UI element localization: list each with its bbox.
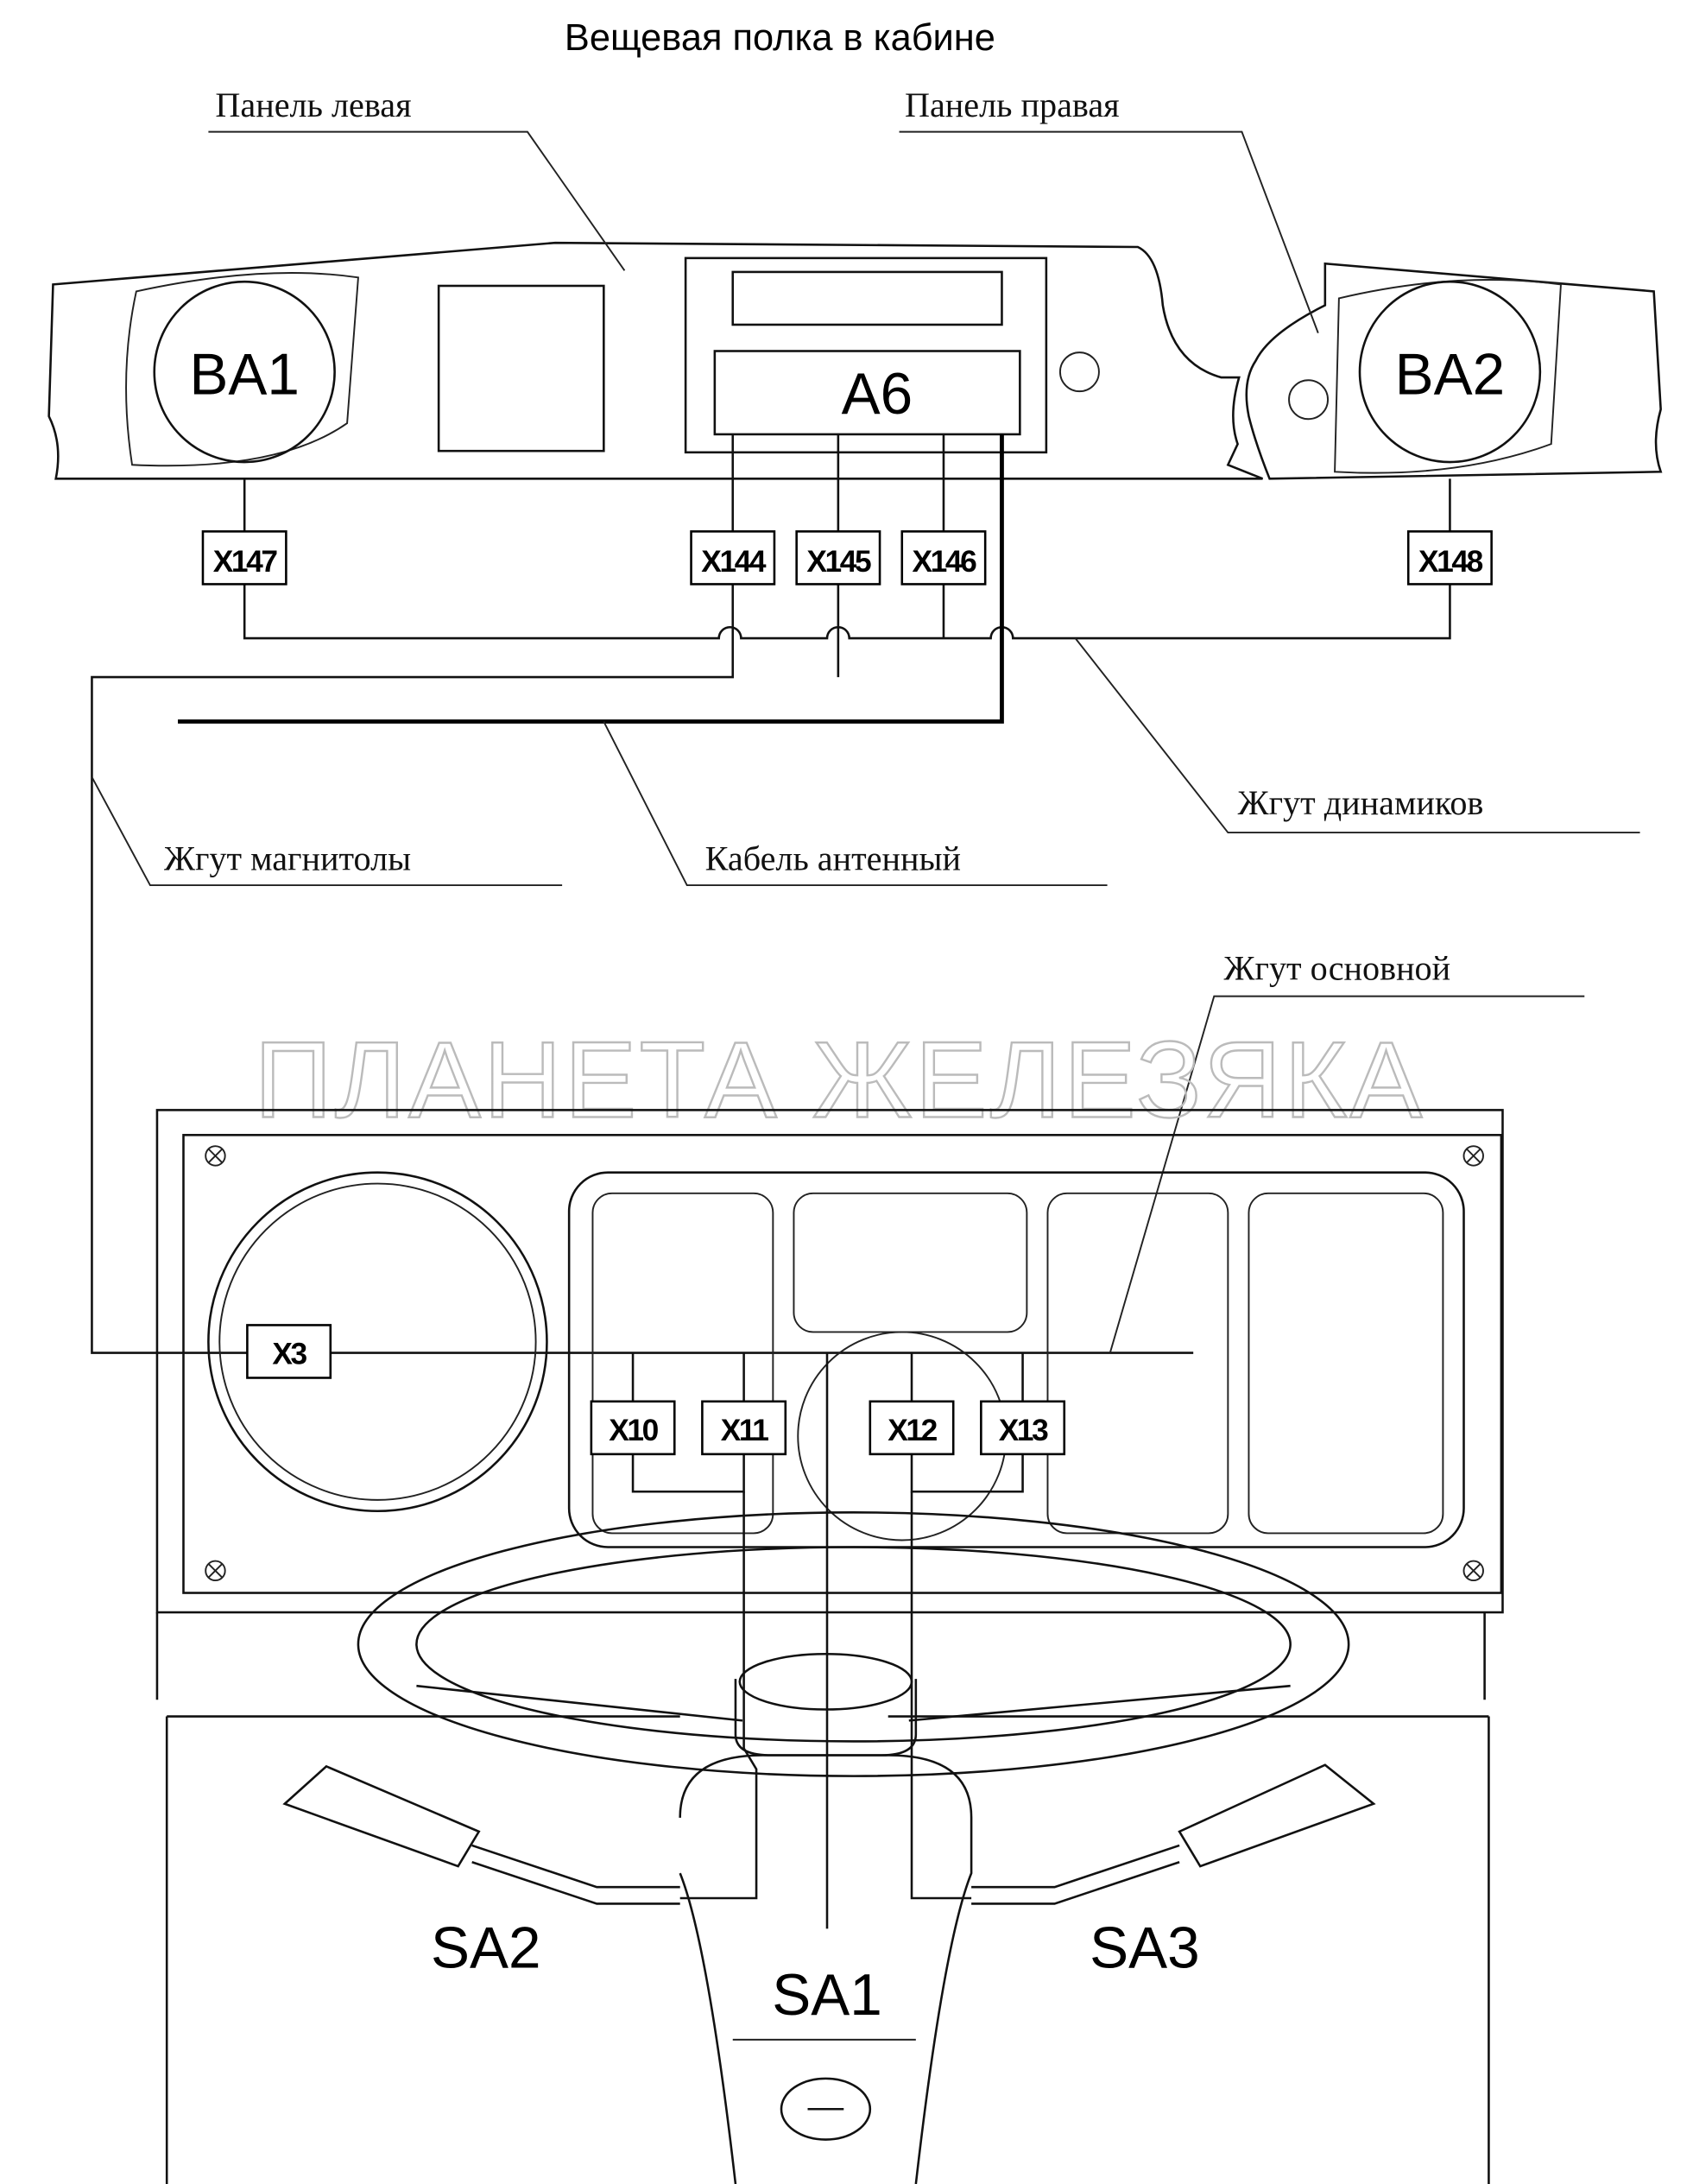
speaker-ba2 bbox=[1358, 280, 1542, 464]
speaker-ba1 bbox=[153, 280, 336, 464]
connector-x13: X13 bbox=[999, 1414, 1048, 1447]
dashboard bbox=[155, 1109, 1504, 2184]
speaker-bezel-right bbox=[1334, 279, 1562, 474]
connector-x3: X3 bbox=[272, 1337, 306, 1371]
radio-a6 bbox=[713, 350, 1021, 436]
antenna-cable bbox=[178, 434, 1004, 724]
stalk-left bbox=[282, 1764, 680, 1905]
connector-x12: X12 bbox=[888, 1414, 937, 1447]
speaker-ba1-label: BA1 bbox=[189, 342, 300, 407]
switch-sa2-label: SA2 bbox=[431, 1915, 541, 1980]
connector-x145: X145 bbox=[806, 545, 871, 579]
radio-a6-label: A6 bbox=[842, 362, 913, 427]
shelf-opening bbox=[437, 284, 605, 453]
watermark: ПЛАНЕТА ЖЕЛЕЗЯКА bbox=[255, 1019, 1425, 1140]
callout-harness-speakers: Жгут динамиков bbox=[1238, 783, 1484, 822]
radio-harness bbox=[91, 434, 1194, 1354]
main-harness bbox=[631, 1352, 1024, 1929]
connector-x146: X146 bbox=[913, 545, 977, 579]
callout-harness-radio: Жгут магнитолы bbox=[164, 839, 411, 877]
connector-x144: X144 bbox=[701, 545, 767, 579]
diagram-title: Вещевая полка в кабине bbox=[565, 17, 995, 59]
cabin-shelf: BA1 BA2 A6 bbox=[47, 241, 1663, 480]
connector-x148: X148 bbox=[1418, 545, 1483, 579]
connector-x147: X147 bbox=[213, 545, 278, 579]
radio-bay bbox=[684, 256, 1048, 454]
speaker-ba2-label: BA2 bbox=[1395, 342, 1506, 407]
switch-sa3-label: SA3 bbox=[1090, 1915, 1200, 1980]
connector-x11: X11 bbox=[721, 1414, 768, 1447]
callout-panel-right: Панель правая bbox=[905, 85, 1120, 124]
stalk-right bbox=[971, 1763, 1376, 1905]
switch-sa1-label-backdrop bbox=[766, 1961, 888, 2023]
callout-harness-main: Жгут основной bbox=[1224, 948, 1451, 987]
switch-sa1-label: SA1 bbox=[772, 1963, 882, 2028]
speaker-bezel-left bbox=[125, 272, 359, 467]
steering-wheel bbox=[357, 1511, 1350, 2184]
callout-panel-left: Панель левая bbox=[215, 85, 411, 124]
connector-x10: X10 bbox=[609, 1414, 658, 1447]
callout-antenna-cable: Кабель антенный bbox=[705, 839, 961, 877]
